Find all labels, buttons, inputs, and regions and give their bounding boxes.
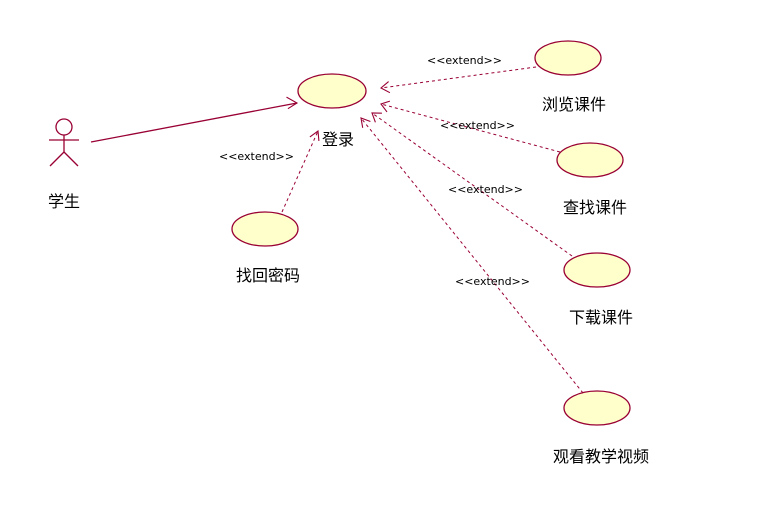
actor-student[interactable]: 学生 [48, 118, 80, 211]
use-case-watch-video[interactable]: 观看教学视频 [553, 390, 649, 466]
extend-label: <<extend>> [427, 54, 502, 67]
extend-download-courseware: <<extend>> [371, 112, 573, 257]
use-case-login-ellipse [297, 73, 367, 109]
use-case-browse-courseware[interactable]: 浏览课件 [534, 40, 606, 114]
actor-head [55, 118, 73, 136]
actor-left-leg [49, 151, 65, 167]
use-case-download-courseware[interactable]: 下载课件 [563, 252, 633, 327]
extend-arrowhead [309, 129, 320, 141]
use-case-login-label: 登录 [322, 130, 354, 149]
extend-arrowhead [371, 112, 382, 123]
extend-watch-video: <<extend>> [360, 117, 584, 394]
extend-line [281, 130, 319, 213]
actor-label: 学生 [48, 192, 80, 211]
extend-line [380, 66, 537, 89]
use-case-search-courseware-ellipse [556, 142, 624, 178]
use-case-search-courseware-label: 查找课件 [563, 198, 627, 217]
extend-recover-password: <<extend>> [219, 129, 320, 213]
extend-arrowhead [380, 81, 391, 94]
extend-browse-courseware: <<extend>> [380, 54, 537, 94]
extend-line [380, 103, 561, 153]
use-case-recover-password[interactable]: 找回密码 [231, 211, 300, 285]
use-case-download-courseware-label: 下载课件 [569, 308, 633, 327]
extend-search-courseware: <<extend>> [380, 100, 561, 153]
extend-arrowhead [360, 117, 371, 128]
actor-right-leg [63, 151, 79, 167]
use-case-download-courseware-ellipse [563, 252, 631, 288]
use-case-watch-video-ellipse [563, 390, 631, 426]
use-case-login[interactable]: 登录 [297, 73, 367, 149]
extend-arrowhead [380, 100, 391, 113]
use-case-browse-courseware-label: 浏览课件 [542, 95, 606, 114]
extend-label: <<extend>> [455, 275, 530, 288]
association-arrowhead [286, 96, 299, 110]
use-case-recover-password-ellipse [231, 211, 299, 247]
association-student-login [90, 96, 299, 143]
extend-label: <<extend>> [219, 150, 294, 163]
use-case-watch-video-label: 观看教学视频 [553, 447, 649, 466]
use-case-search-courseware[interactable]: 查找课件 [556, 142, 627, 217]
extend-label: <<extend>> [448, 183, 523, 196]
extend-line [360, 117, 584, 394]
association-line [90, 102, 298, 143]
use-case-recover-password-label: 找回密码 [236, 266, 300, 285]
use-case-browse-courseware-ellipse [534, 40, 602, 76]
extend-label: <<extend>> [440, 119, 515, 132]
extend-line [371, 112, 573, 257]
